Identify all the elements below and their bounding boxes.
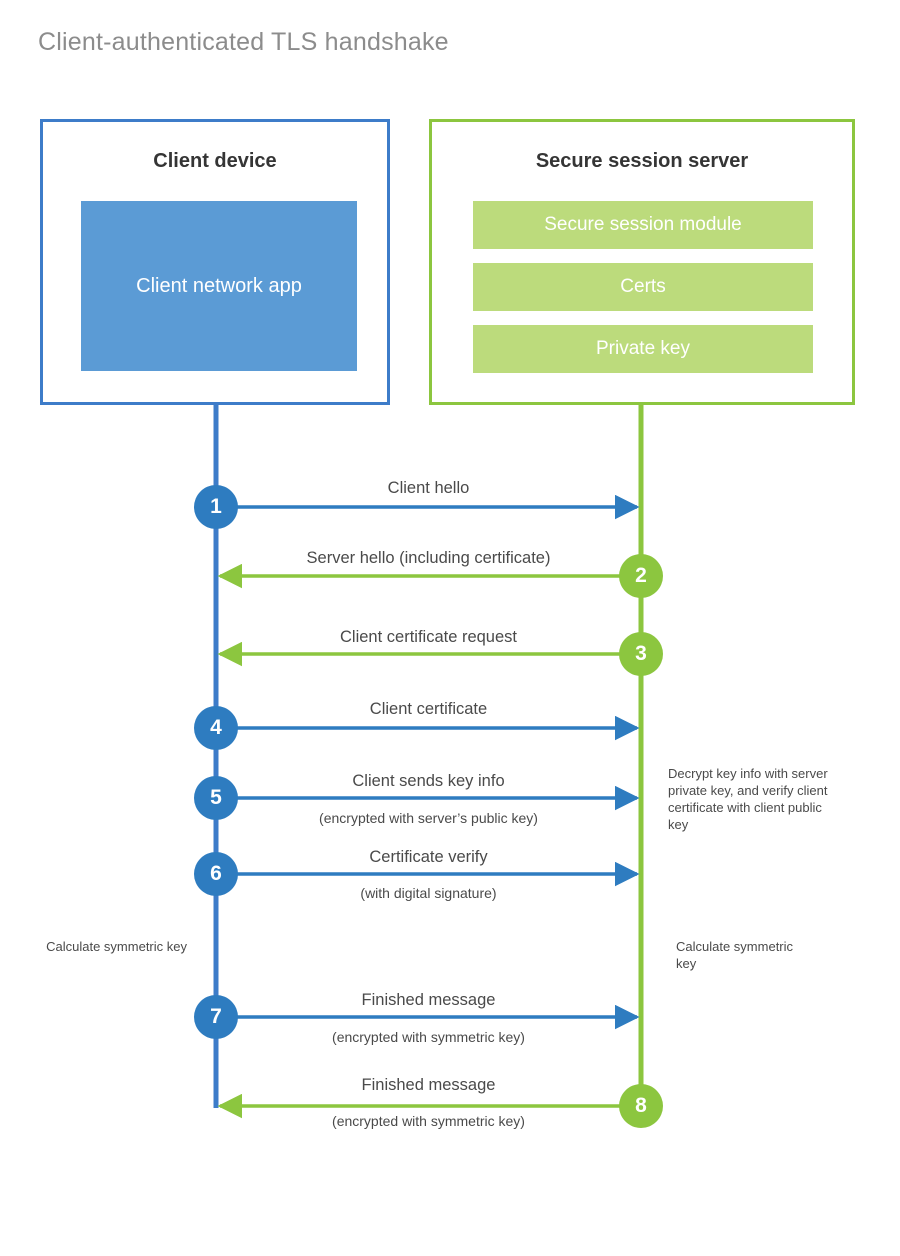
step-marker-6: 6: [194, 852, 238, 896]
secure-session-server-title: Secure session server: [535, 150, 749, 172]
step-marker-2: 2: [619, 554, 663, 598]
step-marker-4: 4: [194, 706, 238, 750]
secure-session-server-box: Secure session server Secure session mod…: [429, 119, 855, 405]
message-label-6: Certificate verify: [369, 848, 488, 866]
private-key-block: Private key: [473, 325, 813, 373]
server-decrypt-note: Decrypt key info with server private key…: [668, 766, 828, 832]
message-label-4: Client certificate: [369, 700, 488, 718]
step-marker-5: 5: [194, 776, 238, 820]
message-label-1: Client hello: [387, 479, 470, 497]
server-calculate-symmetric-key-note: Calculate symmetric key: [676, 939, 794, 971]
message-label-3: Client certificate request: [340, 628, 517, 646]
client-calculate-symmetric-key-note: Calculate symmetric key: [46, 939, 187, 954]
secure-session-module-block: Secure session module: [473, 201, 813, 249]
certs-block: Certs: [473, 263, 813, 311]
step-marker-8: 8: [619, 1084, 663, 1128]
message-label-2: Server hello (including certificate): [306, 549, 551, 567]
page-title: Client-authenticated TLS handshake: [38, 28, 449, 56]
step-marker-1: 1: [194, 485, 238, 529]
client-network-app-block: Client network app: [81, 201, 357, 371]
step-marker-3: 3: [619, 632, 663, 676]
message-label-8: Finished message: [361, 1076, 496, 1094]
message-sublabel-8: (encrypted with symmetric key): [332, 1113, 525, 1129]
message-label-7: Finished message: [361, 991, 496, 1009]
message-sublabel-6: (with digital signature): [360, 885, 497, 901]
message-sublabel-7: (encrypted with symmetric key): [332, 1029, 525, 1045]
step-marker-7: 7: [194, 995, 238, 1039]
client-device-box: Client device Client network app: [40, 119, 390, 405]
client-device-title: Client device: [153, 150, 277, 172]
message-sublabel-5: (encrypted with server’s public key): [319, 810, 538, 826]
message-label-5: Client sends key info: [352, 772, 505, 790]
